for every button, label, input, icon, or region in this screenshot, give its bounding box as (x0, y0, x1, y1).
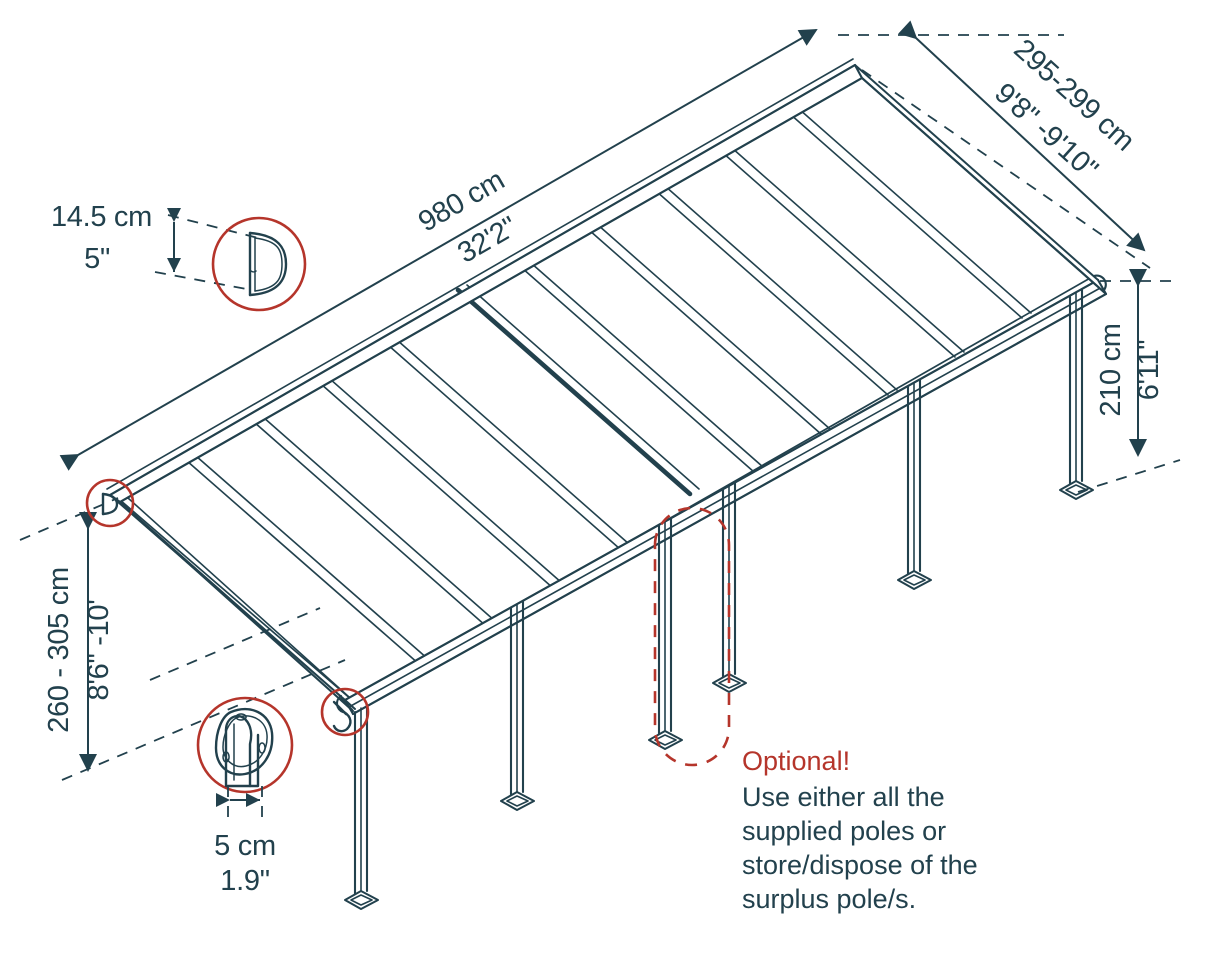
support-posts (344, 288, 1094, 910)
note-heading: Optional! (742, 746, 850, 776)
optional-note: Optional! Use either all the supplied po… (742, 746, 978, 914)
post-1 (1059, 288, 1094, 500)
post-4-optional (648, 517, 683, 750)
post-6 (344, 703, 379, 910)
gutter-lower-cap-glyph (332, 697, 354, 733)
front-height-dimension: 210 cm 6'11" (1077, 269, 1181, 493)
post-2 (897, 378, 932, 590)
d-profile-glyph (248, 231, 288, 297)
note-line-3: store/dispose of the (742, 850, 978, 880)
post-5 (500, 599, 535, 811)
beam-profile-dim-cm: 14.5 cm (51, 201, 152, 233)
gutter-lower-detail-circle (320, 687, 370, 737)
post-cross-section-detail: 5 cm 1.9" (149, 607, 321, 897)
front-height-dim-in: 6'11" (1133, 340, 1165, 401)
beam-profile-dim-in: 5" (84, 243, 110, 275)
post-profile-dim-cm: 5 cm (214, 830, 276, 862)
post-profile-dim-in: 1.9" (220, 865, 269, 897)
post-3 (712, 481, 747, 693)
gutter-upper-detail-circle (85, 478, 135, 528)
roof-assembly (106, 58, 1108, 716)
post-detail-circle (196, 696, 294, 794)
note-line-4: surplus pole/s. (742, 884, 916, 914)
beam-cross-section-detail: 14.5 cm 5" (51, 201, 307, 312)
front-height-dim-cm: 210 cm (1095, 323, 1127, 416)
optional-post-highlight (653, 506, 731, 767)
note-line-1: Use either all the (742, 782, 945, 812)
wall-height-dimension: 260 - 305 cm 8'6" -10' (19, 497, 346, 781)
wall-height-dim-cm: 260 - 305 cm (43, 567, 75, 733)
wall-height-dim-in: 8'6" -10' (83, 600, 115, 701)
roof-panel-deck (119, 71, 1093, 701)
gutter-end-cap-detail-lower (320, 687, 370, 737)
beam-detail-circle (211, 216, 307, 312)
gutter-upper-cap-glyph (101, 492, 119, 516)
note-line-2: supplied poles or (742, 816, 946, 846)
gutter-end-cap-detail-upper (85, 478, 135, 528)
post-cap-glyph (214, 707, 274, 788)
